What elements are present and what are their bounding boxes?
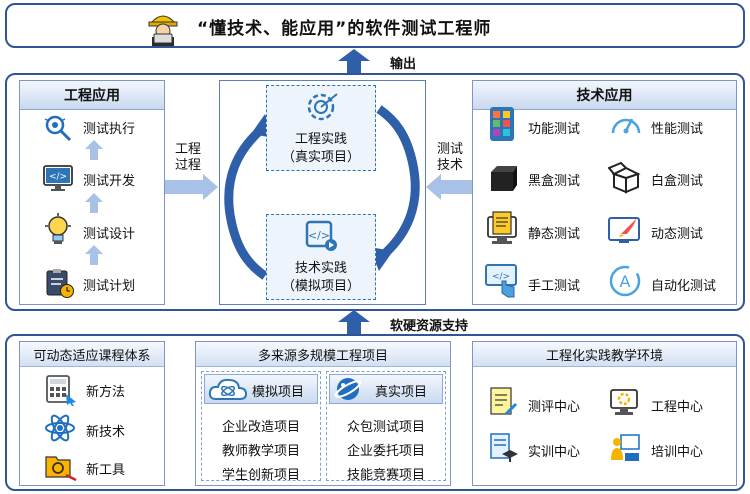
support-label: 软硬资源支持	[390, 319, 469, 334]
technical-practice-box[interactable]: </> 技术实践 （模拟项目）	[266, 214, 376, 300]
real-project-item: 技能竞赛项目	[347, 468, 426, 483]
code-media-icon: </>	[305, 220, 337, 251]
svg-text:A: A	[620, 272, 631, 291]
curriculum-item-label: 新方法	[86, 385, 126, 400]
environment-panel: 工程化实践教学环境	[472, 341, 737, 486]
app-grid-icon	[490, 107, 514, 141]
engineering-process-arrow	[165, 174, 218, 200]
engineering-application-panel: 工程应用	[19, 80, 165, 305]
right-item-label: 黑盒测试	[528, 174, 581, 189]
up-arrow-icon	[85, 140, 103, 160]
environment-item-label: 培训中心	[651, 445, 704, 460]
tools-folder-icon	[45, 456, 77, 481]
real-project-item: 众包测试项目	[347, 420, 426, 435]
technical-practice-title: 技术实践	[294, 261, 347, 276]
curriculum-panel: 可动态适应课程体系	[19, 341, 165, 486]
simulated-project-item: 学生创新项目	[222, 468, 301, 483]
engineering-application-title: 工程应用	[20, 81, 164, 110]
engineer-icon	[148, 15, 178, 46]
page-title: “懂技术、能应用”的软件测试工程师	[197, 19, 492, 39]
technical-application-title: 技术应用	[473, 81, 736, 110]
testing-technique-arrow	[426, 174, 472, 200]
training-doc-icon	[490, 433, 518, 462]
planet-icon	[334, 378, 362, 400]
projects-title: 多来源多规模工程项目	[196, 342, 450, 367]
code-monitor-icon: </>	[43, 165, 73, 191]
right-item-label: 白盒测试	[651, 174, 704, 189]
calculator-icon	[46, 375, 76, 406]
testing-technique-line: 技术	[436, 158, 463, 173]
top-title-box: “懂技术、能应用”的软件测试工程师	[5, 3, 745, 48]
simulated-project-item: 教师教学项目	[222, 444, 301, 459]
gear-target-icon	[307, 93, 338, 121]
left-item-label: 测试计划	[83, 279, 136, 294]
engineering-process-line: 过程	[174, 158, 201, 173]
environment-item-label: 工程中心	[651, 400, 704, 415]
bug-search-icon	[44, 115, 72, 142]
left-item-label: 测试设计	[83, 227, 136, 242]
rocket-monitor-icon	[608, 217, 640, 243]
speedometer-icon	[611, 118, 641, 134]
black-box-icon	[491, 166, 517, 191]
right-item-label: 手工测试	[528, 279, 581, 294]
right-item-label: 动态测试	[651, 227, 704, 242]
teacher-board-icon	[611, 434, 640, 461]
document-monitor-icon	[487, 211, 517, 244]
svg-text:</>: </>	[49, 172, 67, 182]
curriculum-title: 可动态适应课程体系	[20, 342, 164, 367]
svg-text:</>: </>	[492, 272, 510, 282]
left-item-label: 测试执行	[83, 122, 136, 137]
support-arrow	[338, 310, 370, 338]
environment-title: 工程化实践教学环境	[473, 342, 736, 367]
curriculum-item-label: 新技术	[86, 425, 126, 440]
atom-icon	[45, 414, 75, 442]
lightbulb-icon	[45, 213, 71, 244]
environment-item-label: 测评中心	[528, 400, 581, 415]
real-project-item: 企业委托项目	[347, 444, 426, 459]
engineering-practice-subtitle: （真实项目）	[281, 150, 360, 165]
output-label: 输出	[390, 57, 417, 72]
output-arrow	[338, 49, 370, 75]
curriculum-item-label: 新工具	[86, 463, 126, 478]
cloud-atom-icon	[208, 378, 248, 400]
real-projects-title: 真实项目	[375, 385, 428, 400]
technical-practice-subtitle: （模拟项目）	[281, 279, 360, 294]
engineering-practice-title: 工程实践	[294, 132, 347, 147]
simulated-project-item: 企业改造项目	[222, 420, 301, 435]
up-arrow-icon	[85, 245, 103, 265]
engineering-process-label: 工程 过程	[170, 142, 206, 174]
automation-a-icon: A	[609, 265, 641, 297]
simulated-projects-title: 模拟项目	[252, 385, 305, 400]
engineering-process-line: 工程	[174, 142, 201, 157]
clipboard-clock-icon	[46, 269, 74, 298]
evaluation-doc-icon	[490, 387, 518, 416]
left-item-label: 测试开发	[83, 174, 136, 189]
right-item-label: 性能测试	[651, 122, 704, 137]
right-item-label: 静态测试	[528, 227, 581, 242]
engineering-practice-box[interactable]: 工程实践 （真实项目）	[266, 85, 376, 171]
environment-item-label: 实训中心	[528, 445, 581, 460]
svg-text:</>: </>	[308, 229, 330, 242]
testing-technique-label: 测试 技术	[432, 142, 468, 174]
up-arrow-icon	[85, 193, 103, 213]
right-item-label: 功能测试	[528, 122, 581, 137]
testing-technique-line: 测试	[436, 142, 463, 157]
touch-screen-icon: </>	[485, 264, 517, 298]
open-box-icon	[608, 162, 641, 194]
engineering-center-icon	[610, 389, 638, 415]
right-item-label: 自动化测试	[651, 279, 717, 294]
